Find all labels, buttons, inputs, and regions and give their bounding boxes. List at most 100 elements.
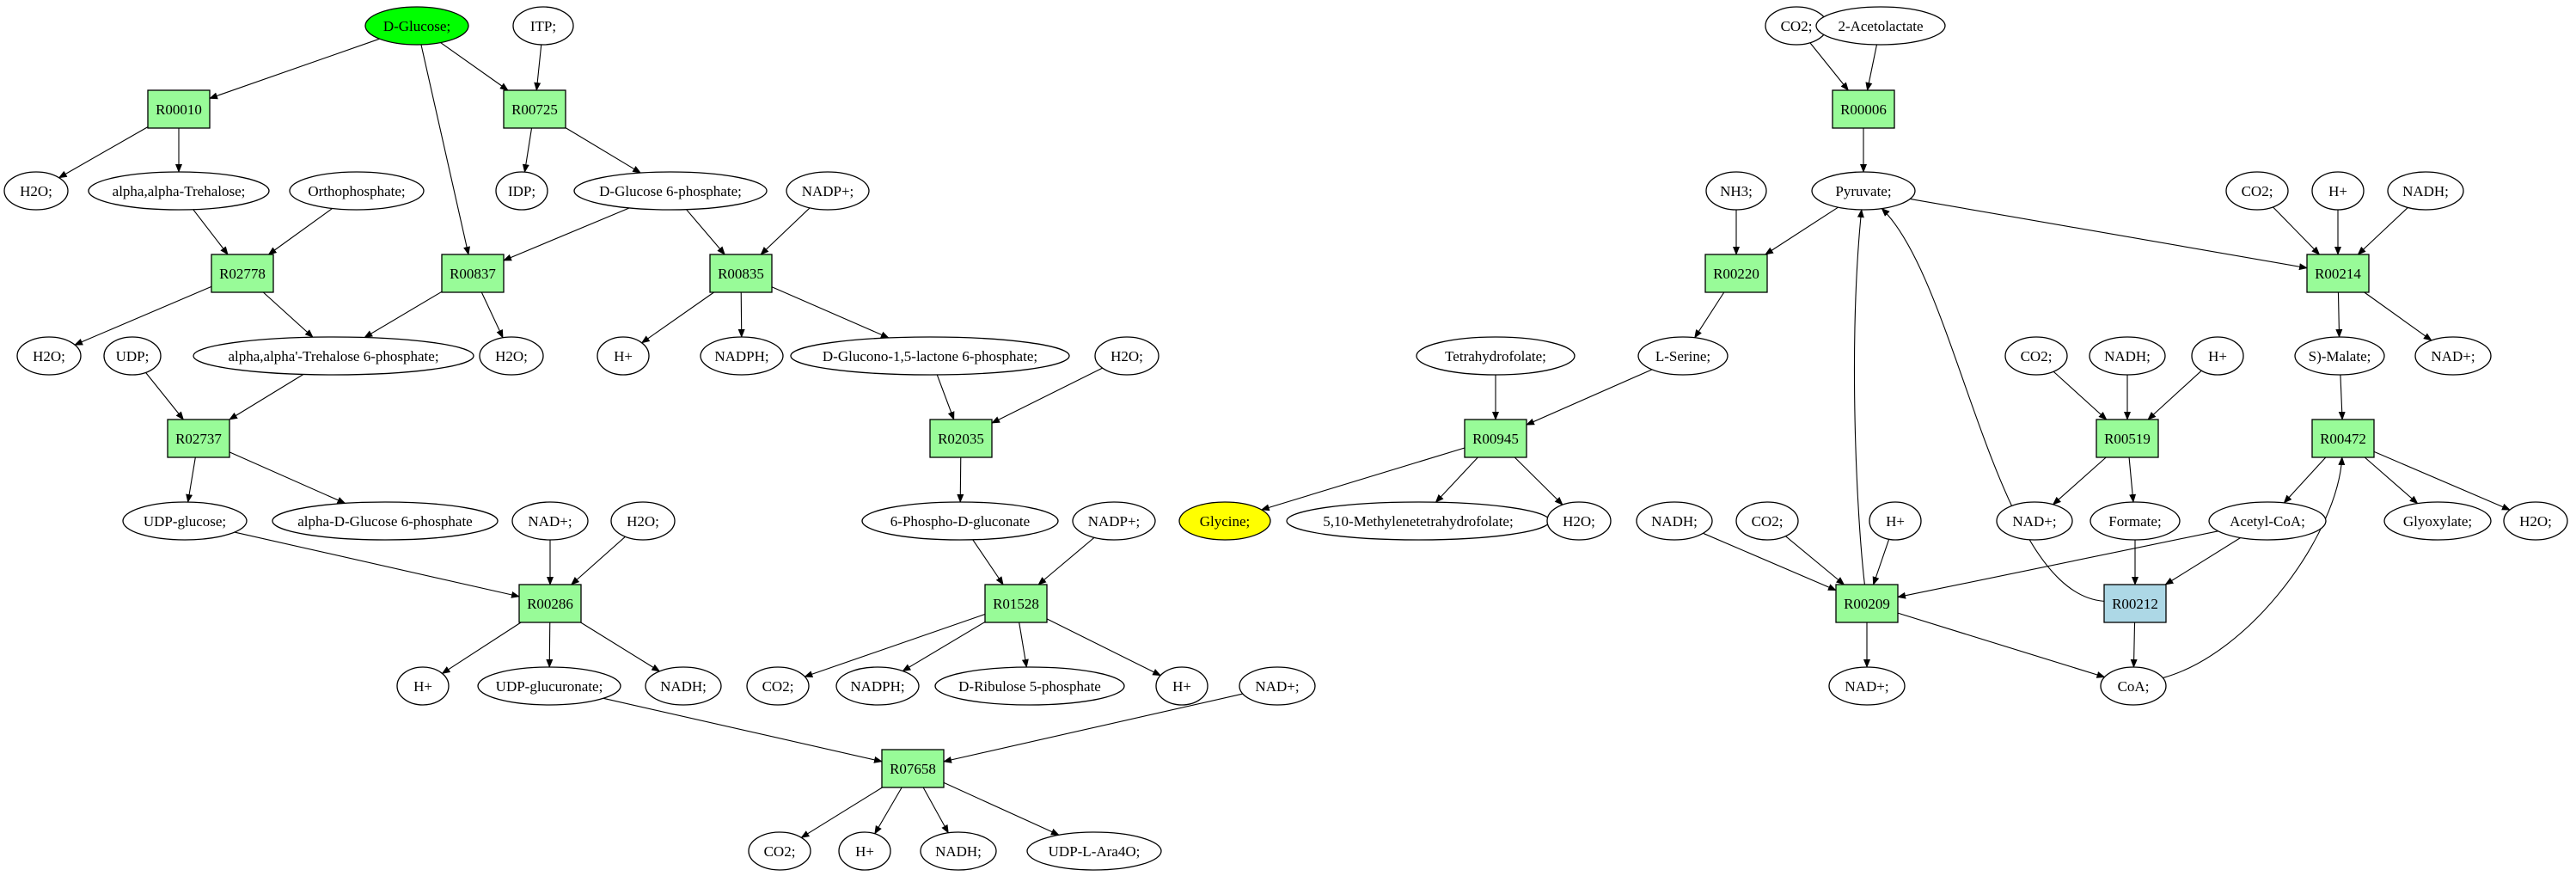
edge-r00286-to-udpglucuronate <box>546 622 554 668</box>
reaction-node-r00212: R00212 <box>2103 584 2167 623</box>
metabolite-ellipse <box>2387 171 2464 211</box>
metabolite-ellipse <box>1155 666 1208 706</box>
metabolite-ellipse <box>2090 501 2181 541</box>
node-label: Orthophosphate; <box>308 183 405 199</box>
reaction-box <box>709 254 773 293</box>
metabolite-node-nadh_1: NADH; <box>645 666 722 706</box>
metabolite-node-acetolactate: 2-Acetolactate <box>1815 6 1946 46</box>
metabolite-ellipse <box>573 171 768 211</box>
edge-g6p-to-r00835 <box>686 209 725 255</box>
node-label: H2O; <box>1111 348 1143 364</box>
edge-r00209-to-coa <box>1897 612 2106 678</box>
metabolite-node-nadph_1: NADPH; <box>700 336 784 376</box>
metabolite-ellipse <box>597 336 650 376</box>
metabolite-node-gluconolactone: D-Glucono-1,5-lactone 6-phosphate; <box>790 336 1070 376</box>
metabolite-node-trehalose: alpha,alpha-Trehalose; <box>88 171 270 211</box>
metabolite-ellipse <box>835 666 920 706</box>
edge-acetylcoa-to-r00209 <box>1897 530 2218 599</box>
edge-r00837-to-h2o_3 <box>480 291 504 339</box>
reaction-node-r00945: R00945 <box>1464 419 1527 458</box>
metabolite-node-h2o_3: H2O; <box>479 336 544 376</box>
metabolite-node-ag6p: alpha-D-Glucose 6-phosphate <box>272 501 499 541</box>
edge-dglucose-to-r00010 <box>209 38 380 100</box>
node-label: H+ <box>1886 513 1905 530</box>
node-label: NADH; <box>935 843 982 860</box>
reaction-box <box>2103 584 2167 623</box>
metabolite-ellipse <box>1815 6 1946 46</box>
metabolite-ellipse <box>2004 336 2068 376</box>
reaction-box <box>2306 254 2370 293</box>
metabolite-ellipse <box>2503 501 2568 541</box>
edge-r00835-to-nadph_1 <box>737 291 745 338</box>
reaction-node-r00286: R00286 <box>518 584 582 623</box>
reaction-node-r00010: R00010 <box>147 89 211 129</box>
node-label: IDP; <box>508 183 535 199</box>
node-label: NADH; <box>1651 513 1698 530</box>
node-label: H+ <box>2328 183 2347 199</box>
reaction-box <box>1464 419 1527 458</box>
edge-coa-to-r00472 <box>2163 456 2346 679</box>
node-label: R02737 <box>175 431 222 447</box>
metabolite-node-hplus_5: H+ <box>2311 171 2365 211</box>
metabolite-ellipse <box>396 666 450 706</box>
node-label: NH3; <box>1720 183 1753 199</box>
reaction-box <box>1704 254 1768 293</box>
edge-r02778-to-t6p <box>262 291 314 338</box>
reaction-node-r00006: R00006 <box>1832 89 1895 129</box>
reaction-box <box>1835 584 1899 623</box>
node-label: NADPH; <box>714 348 768 364</box>
reaction-box <box>147 89 211 129</box>
metabolite-node-nad_5: NAD+; <box>1828 666 1906 706</box>
reaction-node-r00209: R00209 <box>1835 584 1899 623</box>
reaction-node-r00835: R00835 <box>709 254 773 293</box>
node-label: 2-Acetolactate <box>1838 18 1923 34</box>
metabolite-ellipse <box>2100 666 2167 706</box>
metabolite-ellipse <box>1869 501 1922 541</box>
reaction-box <box>503 89 566 129</box>
node-label: alpha,alpha'-Trehalose 6-phosphate; <box>228 348 438 364</box>
metabolite-node-hplus_2: H+ <box>396 666 450 706</box>
metabolite-node-hplus_6: H+ <box>2191 336 2244 376</box>
edge-r00220-to-lserine <box>1694 291 1725 339</box>
node-label: Formate; <box>2108 513 2161 530</box>
metabolite-node-idp: IDP; <box>495 171 548 211</box>
node-label: H+ <box>855 843 874 860</box>
edge-h2o_5-to-r00286 <box>571 536 626 585</box>
edge-dglucose-to-r00725 <box>440 42 509 91</box>
edge-co2_4-to-r00214 <box>2273 206 2321 255</box>
node-label: NAD+; <box>1255 678 1299 695</box>
edge-hplus_7-to-r00209 <box>1872 539 1890 585</box>
metabolite-node-nadh_4: NADH; <box>2089 336 2166 376</box>
metabolite-node-pyruvate: Pyruvate; <box>1811 171 1916 211</box>
reaction-box <box>2096 419 2159 458</box>
metabolite-node-smalate: S)-Malate; <box>2294 336 2385 376</box>
node-label: H+ <box>413 678 432 695</box>
edge-r00472-to-h2o_7 <box>2373 450 2511 511</box>
node-label: 6-Phospho-D-gluconate <box>890 513 1030 530</box>
metabolite-ellipse <box>1828 666 1906 706</box>
reaction-node-r07658: R07658 <box>881 749 945 788</box>
node-label: H2O; <box>33 348 65 364</box>
node-label: R00945 <box>1472 431 1519 447</box>
node-label: R02035 <box>938 431 984 447</box>
reaction-node-r00472: R00472 <box>2311 419 2375 458</box>
node-label: R02778 <box>219 266 266 282</box>
metabolite-ellipse <box>934 666 1125 706</box>
metabolite-ellipse <box>16 336 82 376</box>
edge-gluconolactone-to-r02035 <box>936 374 955 420</box>
metabolite-node-co2_5: CO2; <box>2004 336 2068 376</box>
edge-udpglucose-to-r00286 <box>234 531 520 598</box>
metabolite-ellipse <box>122 501 248 541</box>
edge-r00945-to-methylenethf <box>1435 456 1478 503</box>
node-label: CO2; <box>1752 513 1784 530</box>
metabolite-node-h2o_2: H2O; <box>16 336 82 376</box>
edge-dglucose-to-r00837 <box>420 44 470 255</box>
node-label: D-Glucose; <box>383 18 450 34</box>
edge-r01528-to-ribulose5p <box>1019 622 1029 668</box>
edge-r00835-to-hplus_1 <box>640 291 714 344</box>
edge-nad_2-to-r07658 <box>943 693 1244 763</box>
node-label: H+ <box>1172 678 1191 695</box>
metabolite-node-methylenethf: 5,10-Methylenetetrahydrofolate; <box>1286 501 1551 541</box>
edge-r01528-to-hplus_3 <box>1046 618 1162 677</box>
